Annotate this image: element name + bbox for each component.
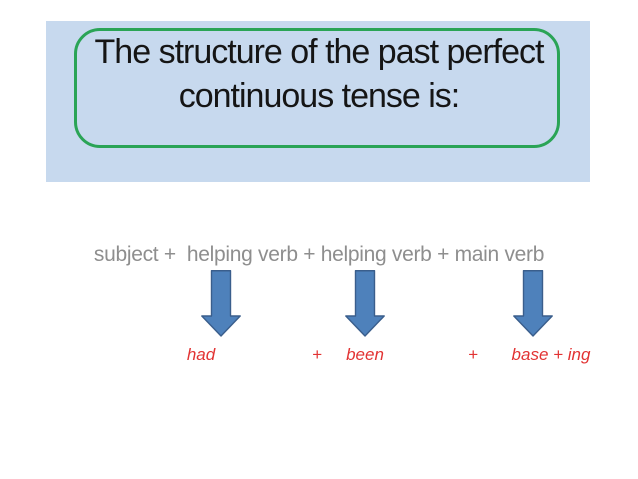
answer-word-been: been (346, 345, 384, 364)
page-title-line2: continuous tense is: (178, 77, 461, 115)
title-header-band (46, 21, 590, 182)
answer-word-had: had (186, 345, 216, 364)
down-arrow-icon (201, 270, 241, 337)
answer-plus-sign: + (312, 345, 322, 364)
down-arrow-icon (513, 270, 553, 337)
formula-text: subject + helping verb + helping verb + … (93, 243, 545, 266)
answer-word-base-ing: base + ing (511, 345, 591, 364)
answer-plus-sign: + (468, 345, 478, 364)
page-title: The structure of the past perfect contin… (40, 30, 598, 118)
down-arrow-icon (345, 270, 385, 337)
page-title-line1: The structure of the past perfect (94, 33, 545, 71)
title-rounded-border (74, 28, 560, 148)
